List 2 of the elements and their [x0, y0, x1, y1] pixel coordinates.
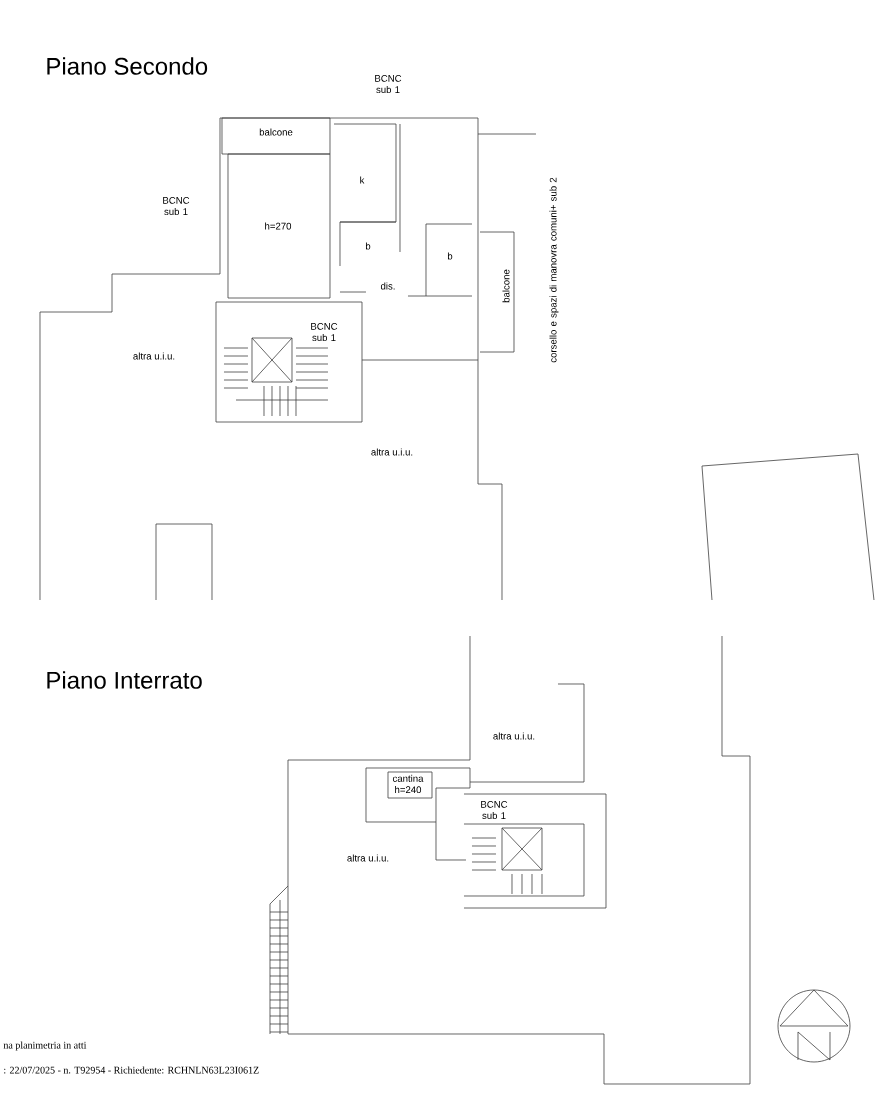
floor-title: Piano Interrato	[47, 671, 202, 689]
floor-title: Piano Secondo	[47, 57, 208, 75]
